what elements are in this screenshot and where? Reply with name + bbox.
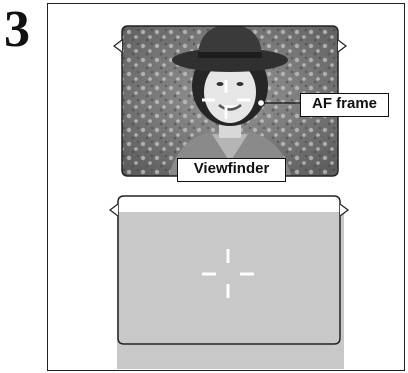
af-frame-label: AF frame bbox=[300, 93, 389, 117]
af-frame-leader bbox=[256, 98, 301, 108]
lcd-screen bbox=[109, 195, 349, 369]
step-number: 3 bbox=[4, 1, 30, 58]
lcd-af-marker bbox=[202, 249, 254, 298]
af-frame-marker bbox=[202, 80, 250, 119]
viewfinder-caption: Viewfinder bbox=[177, 158, 286, 182]
